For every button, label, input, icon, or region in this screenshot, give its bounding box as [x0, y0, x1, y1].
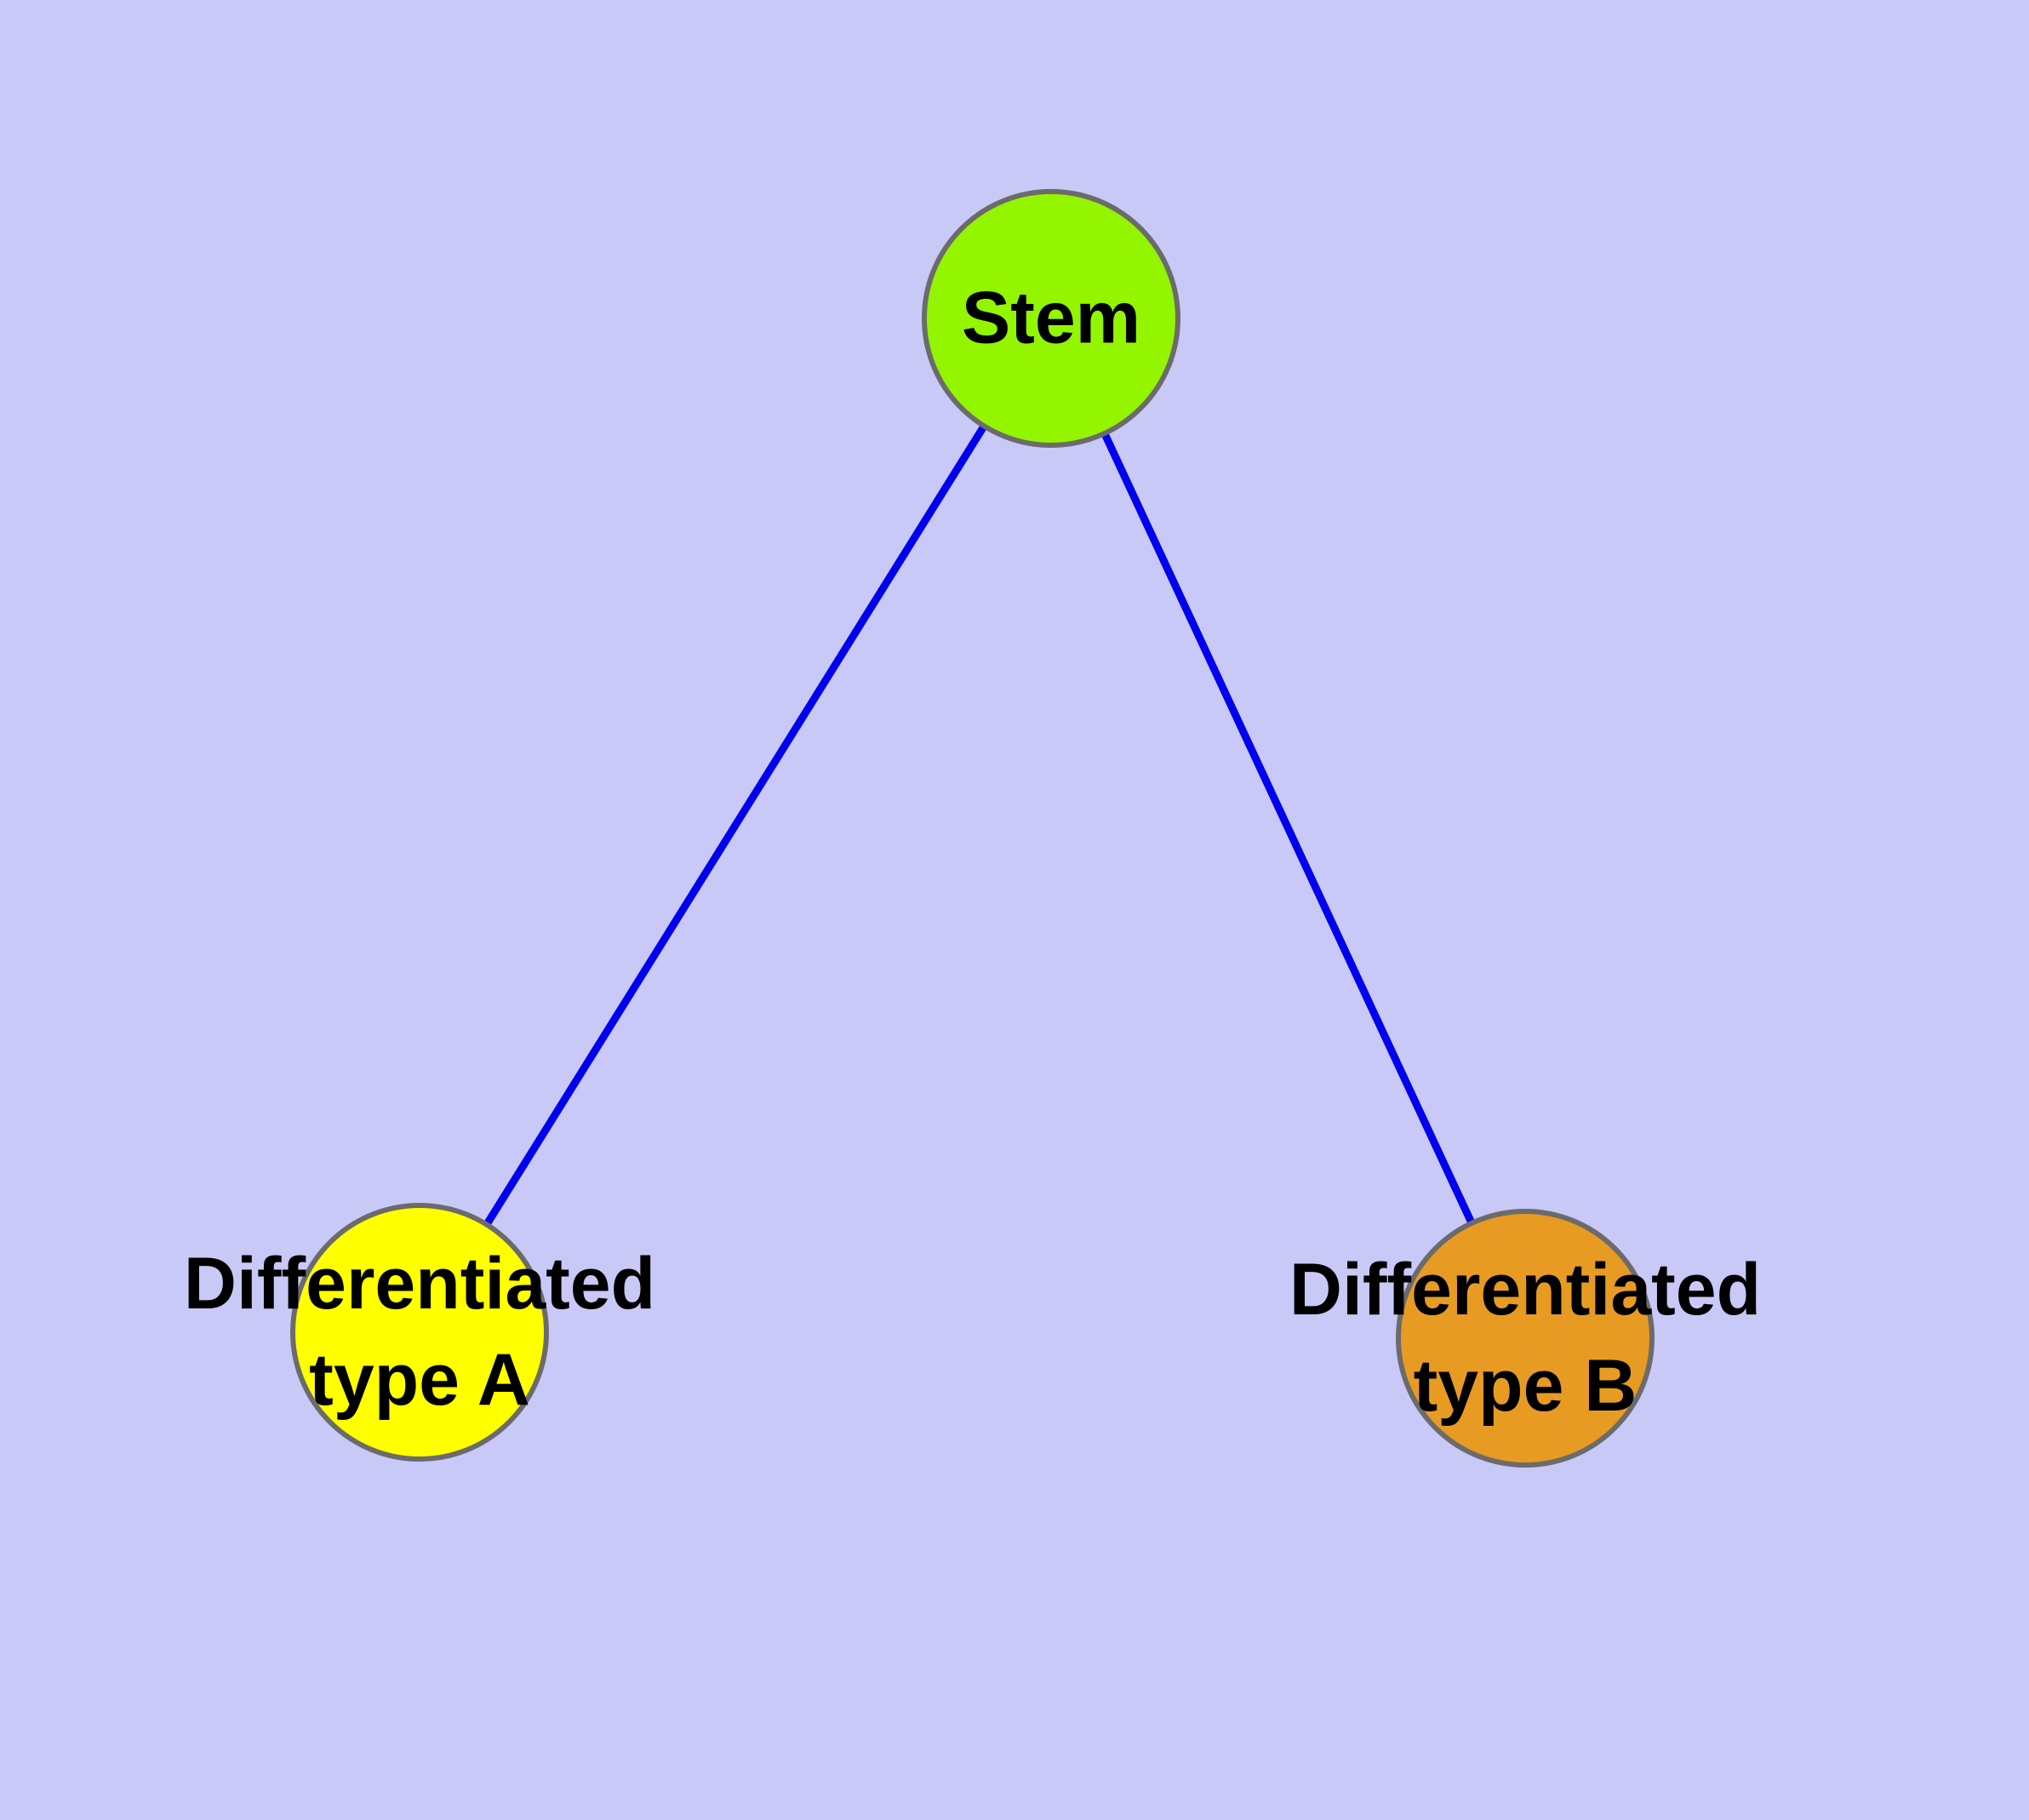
node-label-line: type B	[1413, 1345, 1637, 1427]
node-differentiated-type-a-label: Differentiated type A	[184, 1236, 655, 1428]
node-stem	[922, 189, 1180, 448]
node-differentiated-type-a	[290, 1203, 549, 1462]
node-stem-label: Stem	[962, 271, 1140, 367]
node-label-line: Differentiated	[1289, 1249, 1762, 1331]
edge-stem-to-type-a	[416, 316, 1055, 1335]
node-differentiated-type-b-label: Differentiated type B	[1289, 1242, 1761, 1434]
node-label-line: Differentiated	[183, 1243, 656, 1325]
node-label-line: Stem	[961, 277, 1141, 359]
node-label-line: type A	[309, 1339, 530, 1421]
node-differentiated-type-b	[1396, 1209, 1655, 1468]
edge-stem-to-type-b	[1047, 317, 1529, 1340]
